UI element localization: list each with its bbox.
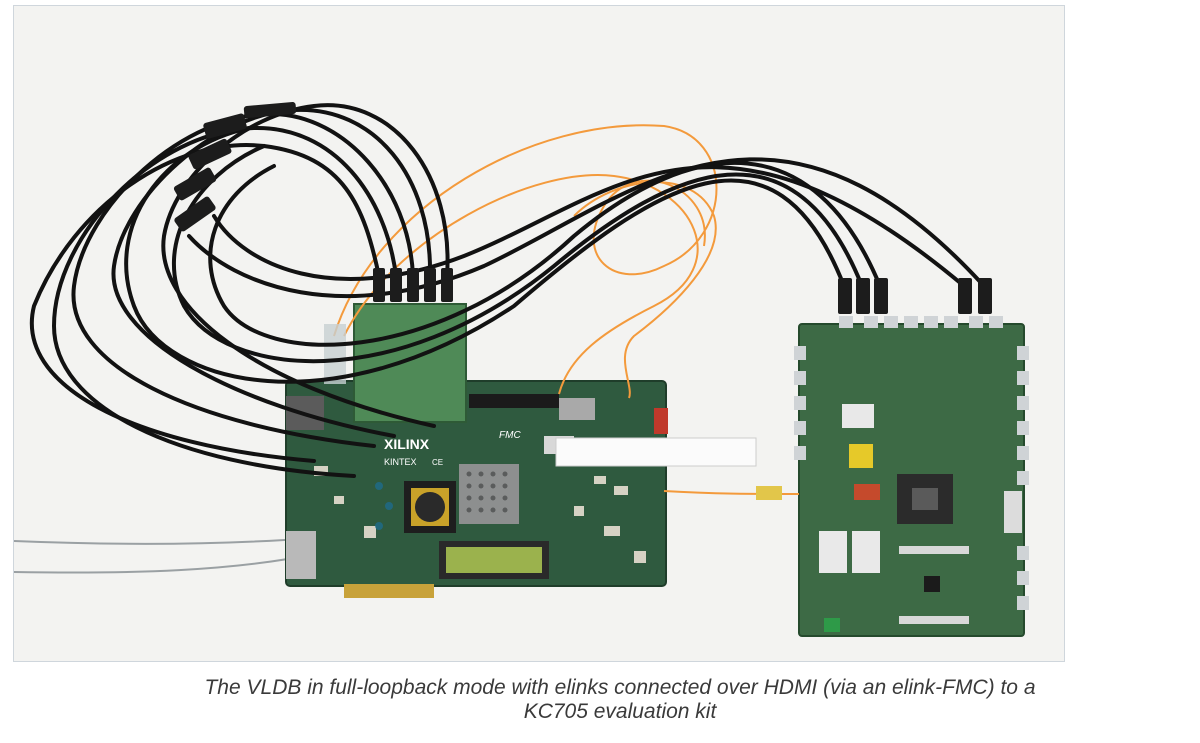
figure-caption: The VLDB in full-loopback mode with elin… [0,676,1200,724]
vldb-board [794,316,1029,637]
coax-cables [14,537,315,574]
fmc-label: FMC [499,430,521,441]
ce-mark: CE [432,458,443,467]
caption-line-1: The VLDB in full-loopback mode with elin… [204,676,1036,699]
kintex-label: KINTEX [384,457,417,467]
white-label-strip [555,437,757,467]
hdmi-cables [30,103,986,478]
xilinx-logo-text: XILINX [384,436,430,452]
photo: XILINX KINTEX FMC CE [13,5,1065,662]
hdmi-connectors [173,102,992,314]
caption-line-2: KC705 evaluation kit [523,700,717,723]
